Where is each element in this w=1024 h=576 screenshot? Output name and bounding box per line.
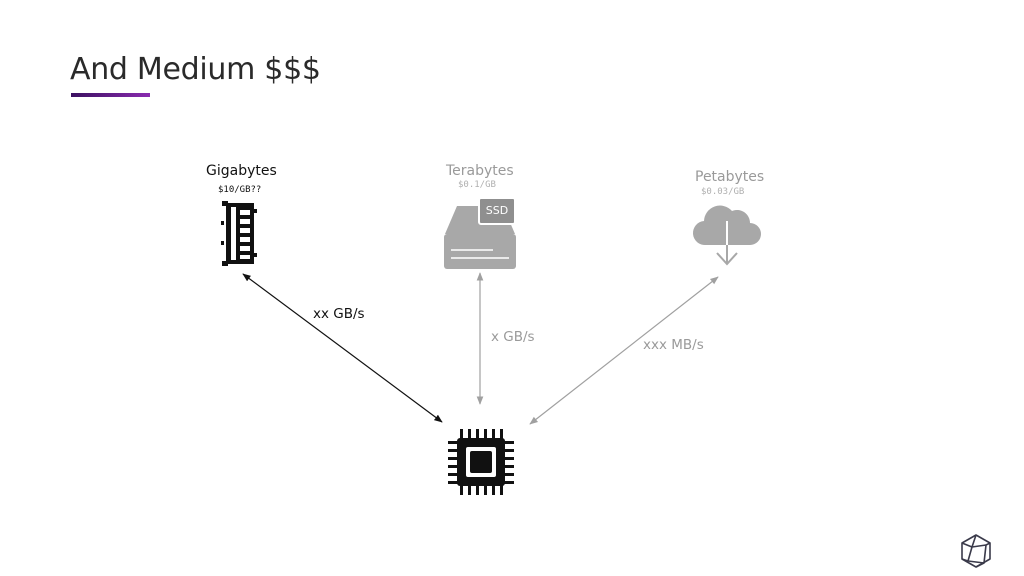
logo-icon — [961, 534, 991, 568]
arrow-ram-cpu — [242, 273, 443, 423]
slide-title: And Medium $$$ — [70, 52, 321, 87]
ram-module-icon — [221, 201, 257, 266]
bandwidth-label-ssd: x GB/s — [491, 329, 535, 345]
ssd-badge: SSD — [485, 204, 509, 217]
tier-label-petabytes: Petabytes — [695, 169, 765, 185]
title-underline — [71, 93, 150, 97]
tier-price-gigabytes: $10/GB?? — [218, 185, 262, 195]
cloud-download-icon — [692, 205, 761, 266]
cpu-chip-icon — [448, 429, 514, 495]
tier-price-petabytes: $0.03/GB — [701, 187, 745, 197]
tier-label-gigabytes: Gigabytes — [206, 163, 277, 179]
tier-label-terabytes: Terabytes — [446, 163, 514, 179]
ssd-drive-icon — [444, 197, 516, 269]
arrow-cloud-cpu — [529, 276, 719, 425]
tier-price-terabytes: $0.1/GB — [458, 180, 496, 190]
